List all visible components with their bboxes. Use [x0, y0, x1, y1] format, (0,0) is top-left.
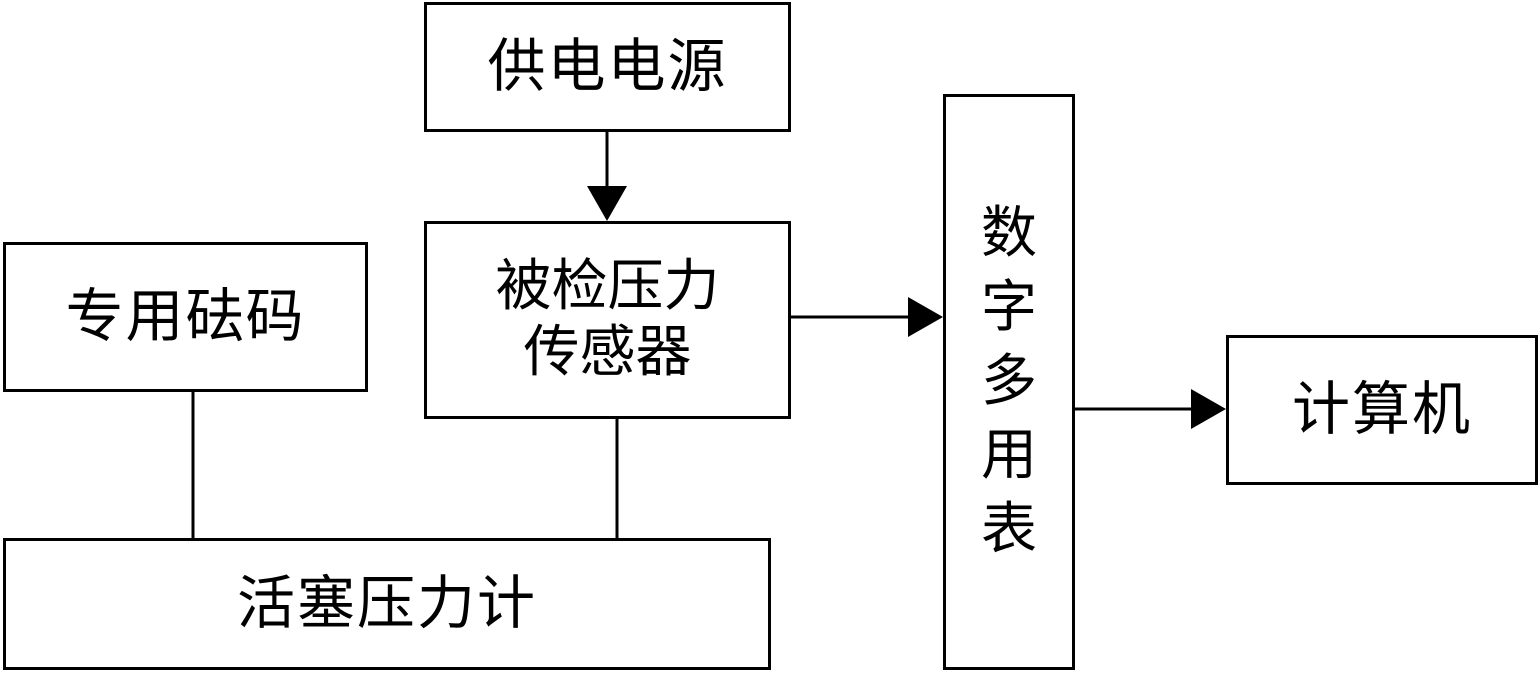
- pressure-sensor-label: 被检压力 传感器: [496, 254, 720, 386]
- power-supply-box: 供电电源: [424, 2, 791, 132]
- digital-multimeter-box: 数 字 多 用 表: [943, 94, 1075, 670]
- power-to-sensor-arrowhead: [587, 186, 627, 221]
- piston-gauge-label: 活塞压力计: [236, 569, 537, 638]
- computer-box: 计算机: [1226, 335, 1538, 485]
- pressure-sensor-box: 被检压力 传感器: [424, 221, 791, 419]
- pressure-sensor-line-1: 被检压力: [495, 253, 720, 319]
- sensor-to-multimeter-arrowhead: [908, 297, 943, 337]
- multimeter-to-computer-arrowhead: [1191, 389, 1226, 429]
- piston-gauge-box: 活塞压力计: [3, 538, 771, 670]
- special-weights-label: 专用砝码: [65, 282, 306, 351]
- digital-multimeter-char-4: 用: [981, 422, 1037, 488]
- digital-multimeter-char-3: 多: [981, 349, 1037, 415]
- digital-multimeter-char-2: 字: [981, 275, 1037, 341]
- pressure-sensor-line-2: 传感器: [523, 320, 692, 385]
- special-weights-box: 专用砝码: [3, 242, 368, 392]
- computer-label: 计算机: [1291, 375, 1472, 444]
- digital-multimeter-char-5: 表: [981, 496, 1037, 562]
- digital-multimeter-char-1: 数: [981, 201, 1037, 267]
- digital-multimeter-label: 数 字 多 用 表: [981, 197, 1037, 567]
- power-supply-label: 供电电源: [487, 32, 728, 101]
